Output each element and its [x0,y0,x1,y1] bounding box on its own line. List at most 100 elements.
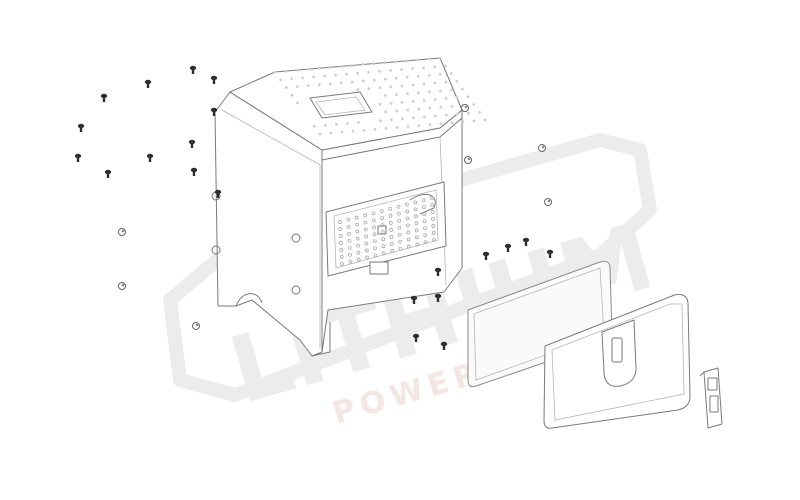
perforation-dot [390,249,395,253]
perforation-dot [430,203,435,207]
perforation-dot [339,81,343,85]
perforation-dot [372,239,377,244]
perforation-dot [422,212,427,217]
perforation-dot [456,112,459,116]
perforation-dot [466,95,470,99]
perforation-dot [444,80,448,84]
perforation-dot [467,111,470,115]
perforation-dot [346,122,349,125]
perforation-dot [450,121,454,125]
perforation-dot [417,107,421,111]
perforation-dot [423,226,427,231]
perforation-dot [398,232,402,237]
screw-icon [189,65,197,74]
perforation-dot [415,242,420,247]
perforation-dot [394,60,398,64]
perforation-dot [384,94,387,97]
perforation-dot [383,77,387,81]
perforation-dot [411,83,415,87]
perforation-dot [348,259,353,264]
perforation-dot [335,123,338,126]
perforation-dot [373,127,377,131]
screw-icon [190,167,198,176]
perforation-dot [439,122,443,126]
screw-icon [412,333,420,342]
perforation-dot [483,118,487,122]
perforation-dot [346,224,351,229]
perforation-dot [338,234,343,238]
perforation-dot [417,124,421,127]
perforation-dot [398,246,403,251]
perforation-dot [357,121,360,124]
perforation-dot [449,72,453,75]
perforation-dot [384,110,388,114]
perforation-dot [438,73,442,76]
perforation-dot [439,105,443,109]
perforation-dot [356,243,360,248]
perforation-dot [295,85,299,88]
screw-icon [74,153,82,162]
perforation-dot [444,64,447,68]
perforation-dot [423,240,428,245]
perforation-dot [406,125,410,128]
latch-connector [699,367,723,429]
perforation-dot [364,234,368,239]
perforation-dot [339,65,343,68]
perforation-dot [414,228,419,233]
perforation-dot [405,216,410,221]
perforation-dot [431,231,436,235]
perforation-dot [381,244,386,248]
perforation-dot [361,79,365,83]
perforation-dot [383,61,387,65]
perforation-dot [389,69,392,72]
nut-icon [544,198,552,206]
perforation-dot [396,204,401,209]
perforation-dot [364,241,369,246]
perforation-dot [421,198,426,203]
perforation-dot [455,96,459,100]
perforation-dot [373,246,377,251]
side-holes [211,191,301,295]
perforation-dot [356,257,361,262]
perforation-dot [367,87,371,91]
screw-icon [546,249,554,258]
perforation-dot [414,221,419,226]
screw-icon [100,93,108,102]
nut-icon [538,144,546,152]
perforation-dot [428,106,432,110]
perforation-dot [406,237,411,242]
perforation-dot [389,85,393,89]
perforation-dot [422,82,426,86]
perforation-dot [350,64,354,67]
perforation-dot [412,116,415,120]
perforation-dot [301,76,304,80]
perforation-dot [430,196,434,200]
perforation-dot [339,241,343,245]
perforation-dot [355,222,359,227]
perforation-dot [378,102,382,106]
perforation-dot [431,224,436,228]
perforation-dot [363,227,368,232]
perforation-dot [355,229,360,234]
mounting-plate [325,181,447,277]
perforation-dot [365,255,369,260]
perforation-dot [417,91,420,95]
perforation-dot [306,67,310,71]
perforation-dot [405,209,410,214]
perforation-dot [431,217,435,221]
perforation-dot [338,227,343,231]
perforation-dot [406,230,411,235]
perforation-dot [428,123,432,127]
perforation-dot [389,242,394,246]
perforation-dot [400,100,404,104]
nut-icon [118,228,126,236]
perforation-dot [406,92,409,96]
perforation-dot [312,75,315,79]
perforation-dot [339,248,344,252]
perforation-dot [306,84,310,87]
perforation-dot [450,88,453,92]
nut-icon [461,104,469,112]
perforation-dot [372,62,376,65]
perforation-dot [329,131,333,135]
perforation-dot [390,118,393,122]
